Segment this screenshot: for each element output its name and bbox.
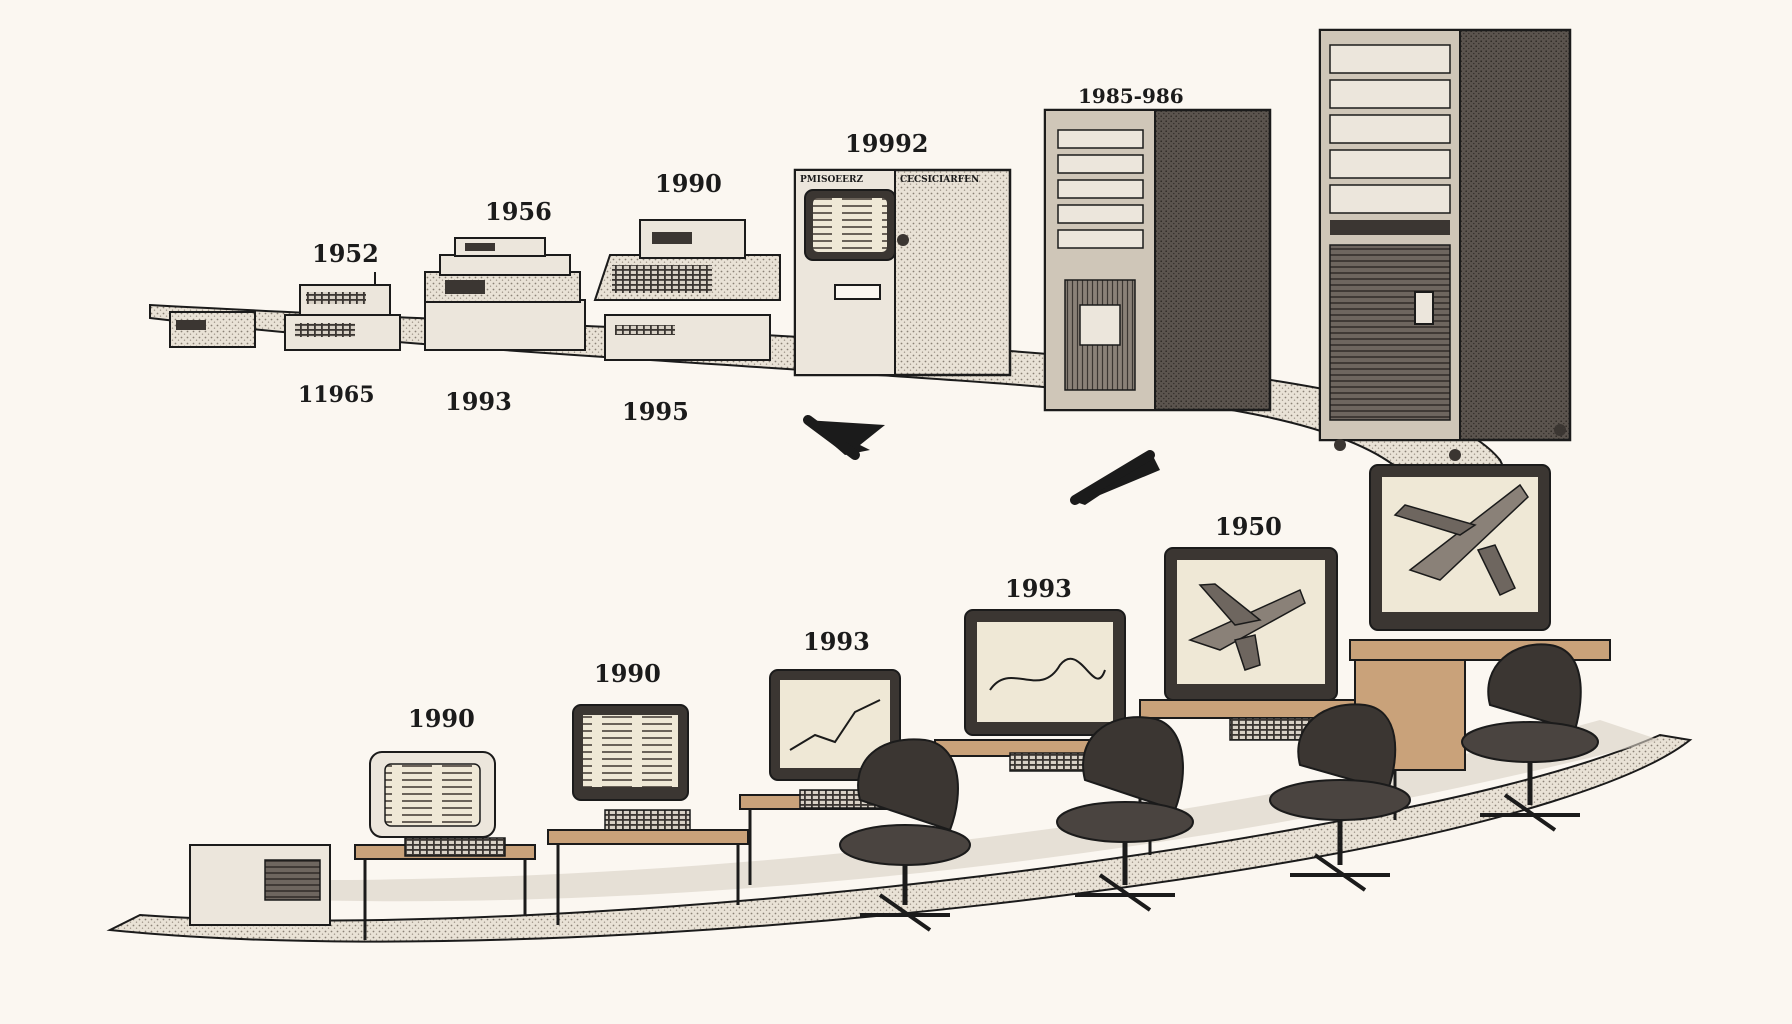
year-label: 1990 bbox=[594, 659, 661, 688]
fighter-jet-icon bbox=[1393, 483, 1529, 596]
workstation-0-box bbox=[189, 844, 331, 926]
year-label: 1993 bbox=[1005, 574, 1072, 603]
arrow-down-left-icon bbox=[803, 415, 885, 460]
office-chair bbox=[1056, 716, 1194, 912]
year-label: 1993 bbox=[445, 387, 512, 416]
office-chair bbox=[839, 738, 971, 932]
machine-2-stacked-unit bbox=[284, 272, 401, 351]
year-label: 1985-986 bbox=[1078, 84, 1184, 108]
machine-panel-label: PMISOEERZ bbox=[800, 175, 863, 185]
year-label: 11965 bbox=[298, 382, 375, 408]
office-chair bbox=[1269, 703, 1411, 892]
machine-7-server-rack bbox=[1318, 28, 1572, 461]
workstation-2-monitor bbox=[547, 704, 749, 925]
office-chair bbox=[1461, 643, 1599, 832]
machine-4-terminal-keyboard bbox=[593, 219, 781, 361]
fighter-jet-icon bbox=[1187, 583, 1306, 671]
machine-panel-label: CECSICIARFEN bbox=[900, 175, 979, 185]
year-label: 1952 bbox=[312, 239, 379, 268]
year-label: 1995 bbox=[622, 397, 689, 426]
machine-5-crt-cabinet: PMISOEERZ CECSICIARFEN bbox=[793, 168, 1012, 377]
machine-6-dark-tower bbox=[1043, 108, 1272, 412]
year-label: 1990 bbox=[655, 169, 722, 198]
machine-1-small-box bbox=[169, 311, 256, 348]
year-label: 1990 bbox=[408, 704, 475, 733]
year-label: 1950 bbox=[1215, 512, 1282, 541]
year-label: 1956 bbox=[485, 197, 552, 226]
year-label: 1993 bbox=[803, 627, 870, 656]
workstation-1-crt bbox=[354, 751, 536, 940]
arrow-down-left-icon bbox=[1070, 450, 1160, 505]
year-label: 19992 bbox=[845, 129, 929, 158]
workstation-4-widescreen bbox=[934, 609, 1151, 845]
machine-3-tower-stack bbox=[424, 237, 586, 351]
